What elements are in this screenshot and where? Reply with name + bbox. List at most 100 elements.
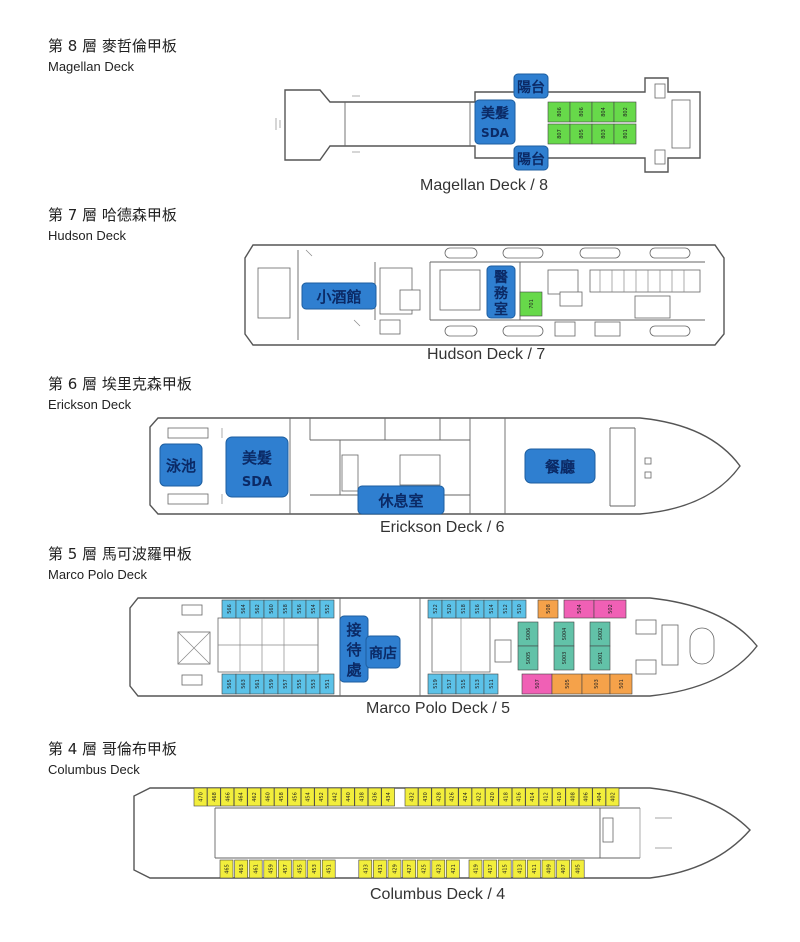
cabin-number-806: 806 [557, 107, 563, 117]
deck-6-pool-label: 泳池 [159, 443, 203, 487]
deck-8-title-zh: 第 8 層 麥哲倫甲板 [48, 37, 177, 55]
cabin-405 [570, 859, 585, 879]
cabin-number-553: 553 [311, 679, 317, 689]
cabin-456 [287, 787, 302, 807]
deck-8-title-en: Magellan Deck [48, 59, 134, 74]
cabin-410 [552, 787, 566, 807]
cabin-701 [519, 291, 543, 317]
cabin-465 [219, 859, 234, 879]
cabin-number-402: 402 [611, 792, 617, 802]
cabin-number-457: 457 [283, 864, 289, 874]
deck-7-medical-text-2: 務 [494, 285, 509, 302]
cabin-number-425: 425 [422, 864, 428, 874]
deck-5-heading: 第 5 層 馬可波羅甲板 Marco Polo Deck [48, 545, 192, 584]
cabin-number-415: 415 [503, 864, 509, 874]
cabin-number-S005: S005 [526, 652, 532, 665]
deck-7-caption: Hudson Deck / 7 [427, 346, 546, 363]
cabin-428 [431, 787, 446, 807]
cabin-510 [511, 599, 527, 619]
cabin-418 [498, 787, 513, 807]
cabin-number-552: 552 [325, 604, 331, 614]
cabin-number-807: 807 [557, 129, 563, 139]
deck-8-balcony-top-label: 陽台 [513, 73, 549, 99]
cabin-number-462: 462 [252, 792, 258, 802]
deck-8-balcony-top-text: 陽台 [517, 79, 545, 96]
cabin-number-519: 519 [433, 679, 439, 689]
cabin-number-455: 455 [298, 864, 304, 874]
cabin-416 [511, 787, 526, 807]
deck-8-balcony-bottom-label: 陽台 [513, 145, 549, 171]
deck-7-cabins: 701 [519, 291, 543, 317]
cabin-404 [592, 787, 606, 807]
deck-5-reception-label: 接 待 處 [339, 615, 369, 683]
cabin-801 [613, 123, 637, 145]
cabin-411 [527, 859, 541, 879]
cabin-451 [321, 859, 336, 879]
cabin-number-806: 806 [579, 107, 585, 117]
cabin-number-408: 408 [570, 792, 576, 802]
cabin-number-451: 451 [327, 864, 333, 874]
cabin-425 [416, 859, 431, 879]
deck-7-medical-text-3: 室 [494, 301, 508, 318]
cabin-number-513: 513 [475, 679, 481, 689]
cabin-802 [613, 101, 637, 123]
cabin-number-S003: S003 [562, 652, 568, 665]
cabin-number-803: 803 [601, 129, 607, 139]
deck-7-bar-label: 小酒館 [301, 282, 377, 310]
cabin-460 [260, 787, 275, 807]
cabin-number-431: 431 [378, 864, 384, 874]
cabin-413 [512, 859, 527, 879]
cabin-442 [327, 787, 342, 807]
cabin-number-428: 428 [436, 792, 442, 802]
cabin-number-559: 559 [269, 679, 275, 689]
cabin-number-558: 558 [283, 604, 289, 614]
cabin-number-S004: S004 [562, 628, 568, 641]
deck-6-spa-text-2: SDA [242, 475, 272, 490]
cabin-number-426: 426 [450, 792, 456, 802]
cabin-number-564: 564 [241, 604, 247, 614]
cabin-number-701: 701 [529, 299, 535, 309]
cabin-number-502: 502 [608, 604, 614, 614]
cabin-459 [263, 859, 278, 879]
cabin-number-430: 430 [423, 792, 429, 802]
cabin-406 [578, 787, 593, 807]
cabin-number-556: 556 [297, 604, 303, 614]
cabin-470 [193, 787, 208, 807]
cabin-number-413: 413 [517, 864, 523, 874]
cabin-number-409: 409 [547, 864, 553, 874]
deck-6-hull [149, 417, 741, 515]
cabin-464 [233, 787, 248, 807]
cabin-number-470: 470 [199, 792, 205, 802]
deck-8-caption: Magellan Deck / 8 [420, 177, 549, 194]
cabin-number-452: 452 [319, 792, 325, 802]
cabin-number-466: 466 [225, 792, 231, 802]
deck-6-title-en: Erickson Deck [48, 397, 132, 412]
deck-8-spa-text-1: 美髮 [481, 105, 509, 122]
cabin-number-410: 410 [557, 792, 563, 802]
cabin-407 [556, 859, 570, 879]
cabin-number-522: 522 [433, 604, 439, 614]
cabin-427 [402, 859, 416, 879]
deck-5-reception-text-1: 接 [346, 621, 361, 639]
cabin-number-405: 405 [576, 864, 582, 874]
deck-6-restaurant-label: 餐廳 [524, 448, 596, 484]
cabin-number-520: 520 [447, 604, 453, 614]
deck-5-title-zh: 第 5 層 馬可波羅甲板 [48, 545, 192, 563]
deck-8-balcony-bottom-text: 陽台 [517, 151, 545, 168]
cabin-number-407: 407 [561, 864, 567, 874]
cabin-number-512: 512 [503, 604, 509, 614]
deck-6-title-zh: 第 6 層 埃里克森甲板 [48, 375, 192, 393]
cabin-552 [319, 599, 335, 619]
cabin-number-S001: S001 [598, 652, 604, 665]
cabin-number-454: 454 [306, 792, 312, 802]
deck-6-lounge-label: 休息室 [357, 485, 445, 515]
cabin-number-429: 429 [393, 864, 399, 874]
deck-6-lounge-text: 休息室 [377, 492, 423, 510]
cabin-number-557: 557 [283, 679, 289, 689]
cabin-462 [247, 787, 261, 807]
cabin-number-422: 422 [477, 792, 483, 802]
cabin-number-561: 561 [255, 679, 261, 689]
cabin-number-412: 412 [544, 792, 550, 802]
cabin-number-411: 411 [532, 864, 538, 874]
